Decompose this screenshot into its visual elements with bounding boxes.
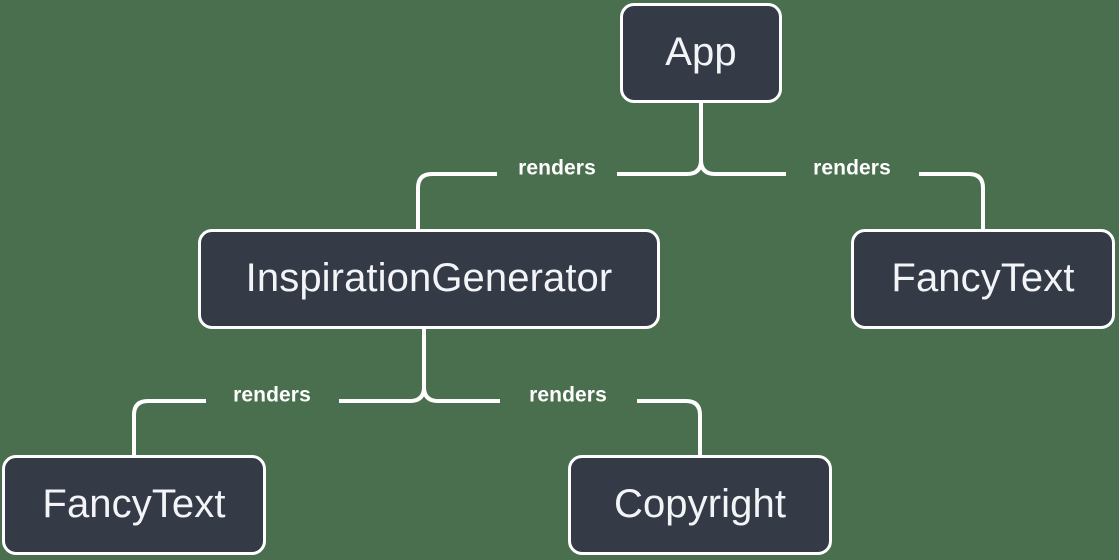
node-inspiration-generator-label: InspirationGenerator <box>245 256 613 300</box>
node-fancytext-bottom[interactable]: FancyText <box>2 455 266 555</box>
edge-label-inspiration-generator-to-fancytext-bottom: renders <box>233 383 311 407</box>
node-copyright[interactable]: Copyright <box>568 455 832 555</box>
node-inspiration-generator[interactable]: InspirationGenerator <box>198 229 660 329</box>
edge-label-inspiration-generator-to-copyright: renders <box>529 383 607 407</box>
node-fancytext-bottom-label: FancyText <box>42 482 226 526</box>
node-fancytext-right-label: FancyText <box>891 256 1075 300</box>
edge-label-app-to-inspiration-generator: renders <box>518 156 596 180</box>
node-app-label: App <box>665 30 737 74</box>
node-app[interactable]: App <box>620 3 782 103</box>
edge-label-app-to-fancytext-right: renders <box>813 156 891 180</box>
node-fancytext-right[interactable]: FancyText <box>851 229 1115 329</box>
node-copyright-label: Copyright <box>613 482 787 526</box>
